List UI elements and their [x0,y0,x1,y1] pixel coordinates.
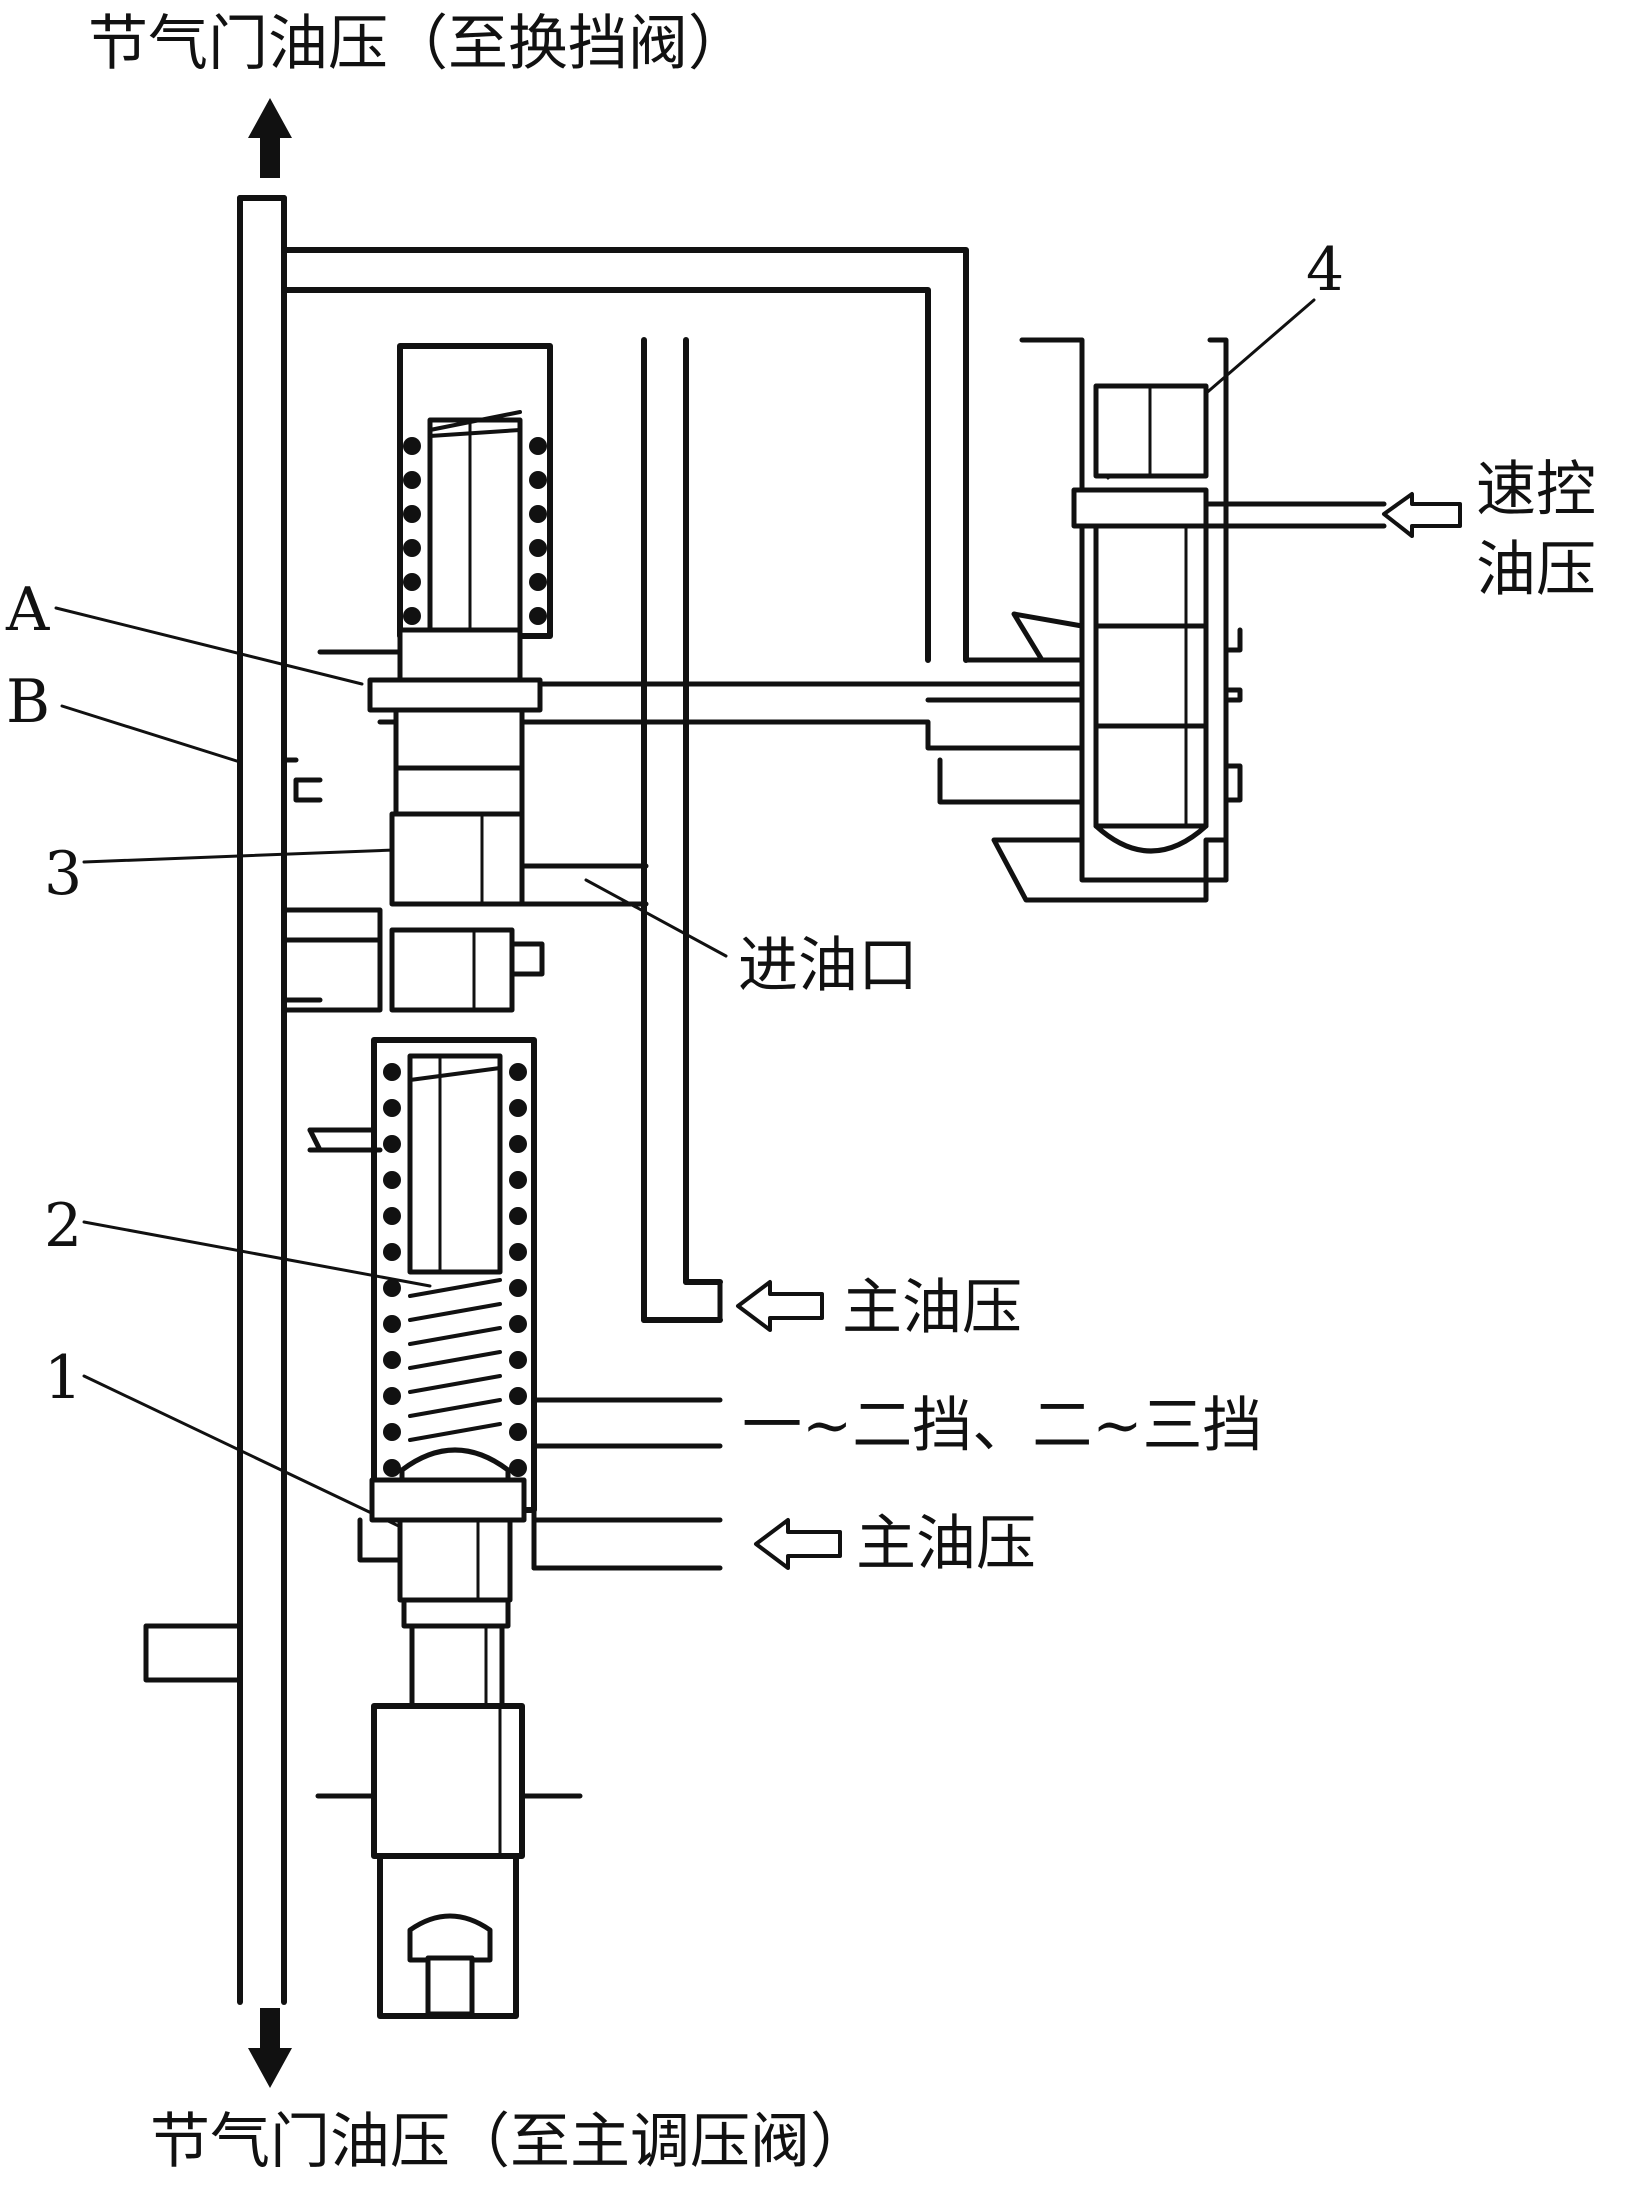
lower-valve [307,1037,537,1513]
label-speed-line2: 油压 [1476,535,1596,605]
label-main-lower: 主油压 [856,1509,1036,1579]
lower-spring [383,1063,527,1477]
throttle-spool [281,757,649,1013]
throttle-passage [143,195,287,2005]
arrow-main-lower-icon [754,1518,842,1570]
label-shift: 一~二挡、二~三挡 [742,1391,1263,1461]
callout-a: A [5,575,50,645]
leader-lines [54,298,1316,1542]
outlet-lines [531,1397,723,1571]
callout-b: B [6,667,50,737]
speed-valve [991,337,1387,903]
main-oil-passage [641,337,723,1323]
upper-spring [403,410,547,625]
arrow-up-icon [248,98,292,178]
arrow-down-icon [248,2008,292,2088]
upper-valve [367,343,553,817]
label-top: 节气门油压（至换挡阀） [88,9,748,79]
label-inlet: 进油口 [738,931,918,1001]
callout-2: 2 [44,1191,82,1261]
callout-3: 3 [44,839,82,909]
arrow-speed-icon [1382,492,1462,538]
label-bottom: 节气门油压（至主调压阀） [150,2107,870,2177]
arrows [248,98,1462,2088]
arrow-main-upper-icon [736,1280,824,1332]
label-main-upper: 主油压 [842,1273,1022,1343]
callout-1: 1 [44,1343,82,1413]
plunger [315,1477,583,2019]
label-speed-line1: 速控 [1476,455,1596,525]
callout-4: 4 [1306,235,1344,305]
